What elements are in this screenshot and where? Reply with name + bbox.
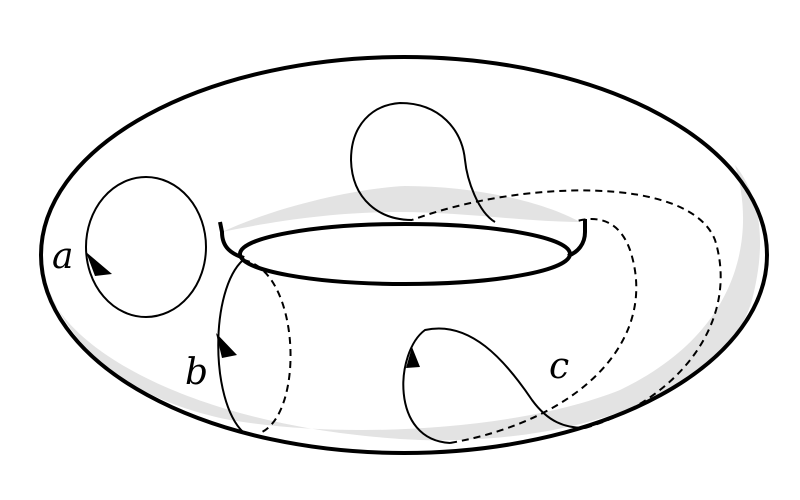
label-b: b bbox=[185, 352, 208, 393]
curve-c-back-outer bbox=[411, 189, 722, 429]
curve-a bbox=[85, 176, 207, 318]
curve-c-back bbox=[449, 218, 638, 444]
hole-inner-shading bbox=[222, 186, 580, 232]
hole-lower-rim bbox=[238, 222, 572, 286]
top-loop bbox=[349, 101, 496, 223]
curve-a-arrow-icon bbox=[86, 252, 112, 276]
torus-outline bbox=[39, 55, 769, 455]
curve-c-arrow-icon bbox=[406, 347, 420, 368]
label-a: a bbox=[52, 236, 73, 277]
curve-b-front bbox=[217, 259, 244, 433]
label-c: c bbox=[549, 346, 569, 387]
curve-c-front bbox=[402, 327, 586, 444]
curve-b-arrow-icon bbox=[216, 333, 237, 358]
curve-b-back bbox=[242, 259, 292, 433]
